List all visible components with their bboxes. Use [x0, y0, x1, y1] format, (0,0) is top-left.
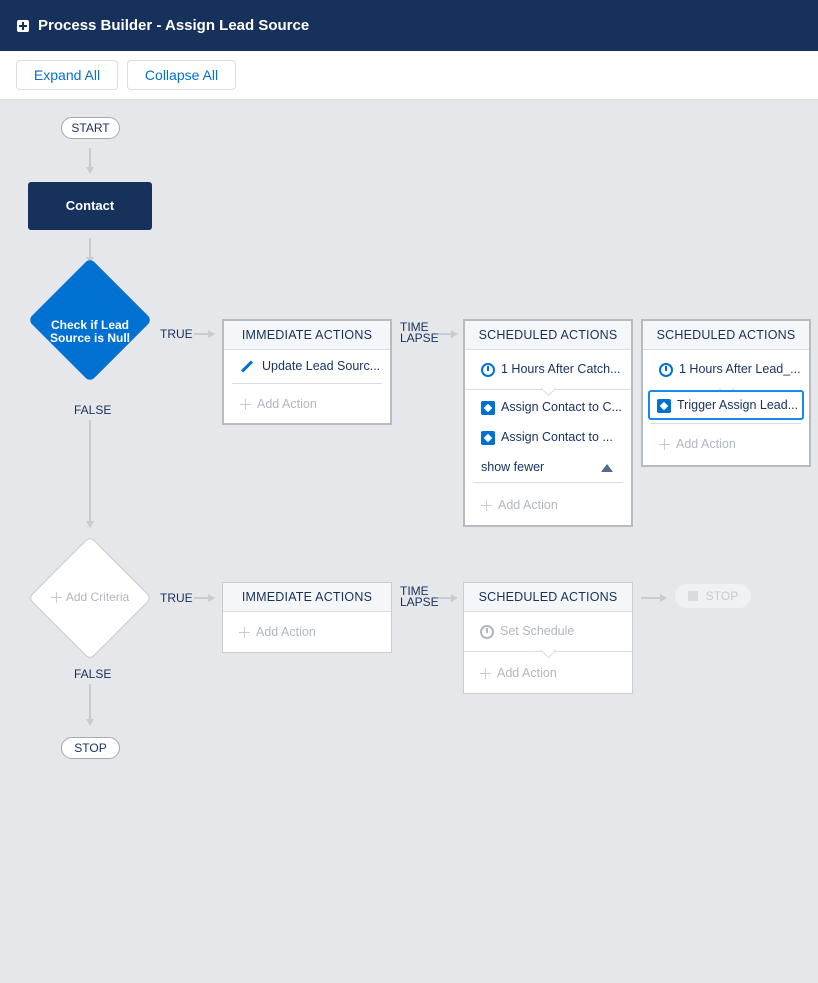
add-action-button[interactable]: Add Action	[464, 652, 632, 694]
immediate-actions-card: IMMEDIATE ACTIONS Update Lead Sourc... A…	[222, 319, 392, 425]
toolbar: Expand All Collapse All	[0, 51, 818, 100]
set-schedule-label: Set Schedule	[500, 624, 575, 638]
schedule-label: 1 Hours After Lead_...	[679, 362, 801, 376]
show-fewer-toggle[interactable]: show fewer	[465, 452, 631, 482]
action-item-selected[interactable]: Trigger Assign Lead...	[648, 390, 804, 420]
add-action-label: Add Action	[256, 625, 316, 639]
scheduled-actions-card: SCHEDULED ACTIONS 1 Hours After Catch...…	[463, 319, 633, 527]
plus-icon	[50, 592, 62, 604]
divider	[651, 423, 801, 424]
flow-icon	[481, 430, 495, 445]
divider	[465, 380, 631, 397]
expand-all-button[interactable]: Expand All	[16, 60, 118, 90]
plus-icon	[239, 627, 250, 639]
object-node-contact[interactable]: Contact	[28, 182, 152, 230]
action-item[interactable]: Assign Contact to C...	[465, 392, 631, 422]
connector	[89, 684, 91, 720]
triangle-up-icon	[601, 464, 613, 472]
schedule-item[interactable]: 1 Hours After Catch...	[465, 350, 631, 389]
plus-icon	[481, 500, 492, 512]
arrow-right-icon	[451, 594, 458, 602]
action-item[interactable]: Update Lead Sourc...	[224, 350, 390, 383]
false-label: FALSE	[74, 403, 112, 417]
time-lapse-label: TIME LAPSE	[400, 320, 439, 345]
arrow-down-icon	[86, 719, 94, 726]
collapse-all-button[interactable]: Collapse All	[127, 60, 236, 90]
stop-node: STOP	[61, 737, 120, 759]
connector	[194, 597, 210, 599]
divider	[473, 482, 623, 483]
card-header: IMMEDIATE ACTIONS	[224, 321, 390, 350]
time-lapse-label: TIME LAPSE	[400, 584, 439, 609]
card-header: SCHEDULED ACTIONS	[465, 321, 631, 350]
arrow-right-icon	[451, 330, 458, 338]
add-criteria-label: Add Criteria	[65, 590, 130, 604]
schedule-item[interactable]: 1 Hours After Lead_...	[643, 350, 809, 389]
action-label: Assign Contact to C...	[501, 400, 622, 414]
arrow-right-icon	[208, 594, 215, 602]
plus-icon	[480, 668, 491, 680]
add-action-button[interactable]: Add Action	[223, 612, 391, 652]
start-node: START	[61, 117, 120, 139]
arrow-right-icon	[660, 594, 667, 602]
add-action-label: Add Action	[257, 397, 317, 411]
add-action-button[interactable]: Add Action	[643, 424, 809, 464]
immediate-actions-card-2: IMMEDIATE ACTIONS Add Action	[222, 582, 392, 653]
process-canvas: START Contact Check if Lead Source is Nu…	[0, 100, 818, 983]
plus-icon	[240, 399, 251, 411]
arrow-right-icon	[208, 330, 215, 338]
scheduled-actions-card-2: SCHEDULED ACTIONS 1 Hours After Lead_...…	[641, 319, 811, 467]
flow-icon	[657, 398, 671, 413]
stop-square-icon	[687, 590, 698, 601]
schedule-label: 1 Hours After Catch...	[501, 362, 621, 376]
add-action-label: Add Action	[676, 437, 736, 451]
clock-icon	[480, 624, 494, 639]
pencil-icon	[240, 360, 254, 373]
action-label: Trigger Assign Lead...	[677, 398, 799, 412]
set-schedule-button[interactable]: Set Schedule	[464, 612, 632, 651]
clock-icon	[481, 362, 495, 377]
stop-placeholder: STOP	[675, 584, 751, 608]
action-label: Update Lead Sourc...	[262, 359, 381, 373]
stop-placeholder-label: STOP	[705, 589, 739, 603]
page-title: Process Builder - Assign Lead Source	[38, 17, 310, 34]
connector	[89, 420, 91, 522]
clock-icon	[659, 362, 673, 377]
criteria-1-label: Check if Lead Source is Null	[49, 318, 131, 345]
connector	[194, 333, 210, 335]
false-label: FALSE	[74, 667, 112, 681]
plus-icon	[659, 439, 670, 451]
add-action-label: Add Action	[498, 498, 558, 512]
connector	[438, 597, 452, 599]
connector	[438, 333, 452, 335]
connector	[89, 238, 91, 258]
show-fewer-label: show fewer	[481, 460, 545, 474]
connector	[641, 597, 661, 599]
process-builder-icon	[17, 20, 29, 32]
scheduled-actions-card-3: SCHEDULED ACTIONS Set Schedule Add Actio…	[463, 582, 633, 694]
add-action-button[interactable]: Add Action	[224, 384, 390, 424]
divider	[464, 642, 632, 659]
add-action-button[interactable]: Add Action	[465, 483, 631, 527]
card-header: IMMEDIATE ACTIONS	[223, 583, 391, 612]
connector	[89, 148, 91, 168]
card-header: SCHEDULED ACTIONS	[464, 583, 632, 612]
arrow-down-icon	[86, 167, 94, 174]
true-label: TRUE	[160, 327, 193, 341]
arrow-down-icon	[86, 521, 94, 528]
card-header: SCHEDULED ACTIONS	[643, 321, 809, 350]
action-label: Assign Contact to ...	[501, 430, 613, 444]
divider	[232, 383, 382, 384]
add-action-label: Add Action	[497, 666, 557, 680]
add-criteria-wrap[interactable]: Add Criteria	[40, 591, 140, 604]
action-item[interactable]: Assign Contact to ...	[465, 422, 631, 452]
flow-icon	[481, 400, 495, 415]
true-label: TRUE	[160, 591, 193, 605]
header-bar: Process Builder - Assign Lead Source	[0, 0, 818, 51]
